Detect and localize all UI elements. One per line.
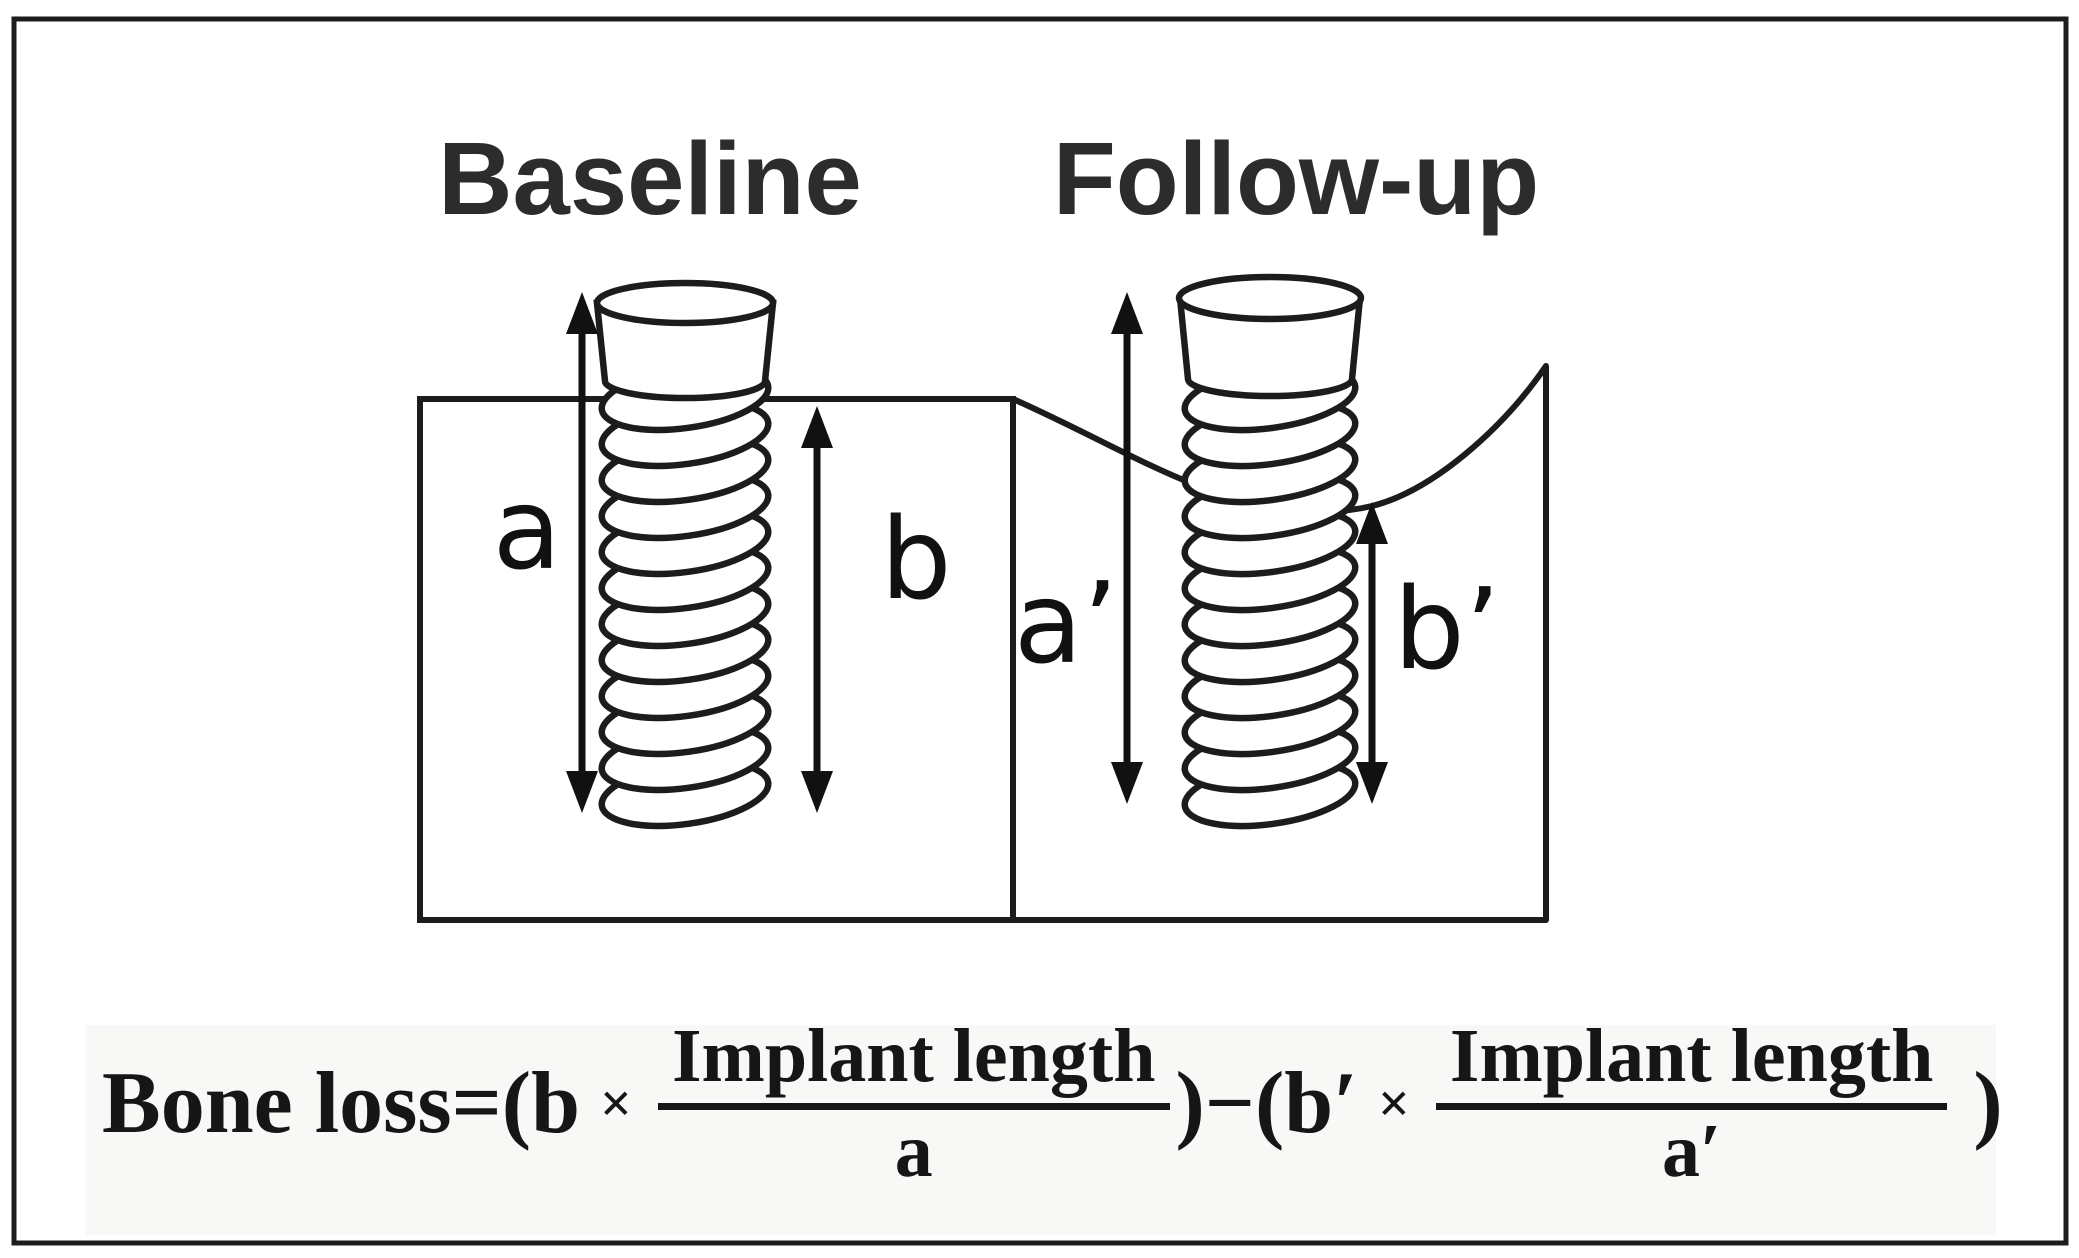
arrow-down-icon [1356, 762, 1388, 804]
figure-border [11, 16, 2069, 1246]
arrow-up-icon [801, 406, 833, 448]
measurement-arrow-b-prime [1356, 502, 1388, 804]
label-b: b [880, 495, 951, 625]
arrow-down-icon [1111, 762, 1143, 804]
bone-loss-formula: Bone loss=(b × Implant length a )−(b′ × … [86, 998, 2003, 1210]
implant-top [593, 279, 777, 327]
fraction-2-denominator: a′ [1661, 1108, 1722, 1193]
arrow-up-icon [1111, 292, 1143, 334]
fraction-2: Implant length a′ [1435, 1013, 1948, 1193]
measurement-arrow-b [801, 406, 833, 813]
multiply-sign: × [600, 1073, 632, 1135]
fraction-1-denominator: a [894, 1108, 933, 1193]
label-a-prime: a’ [1014, 559, 1118, 689]
measurement-arrow-a-prime [1111, 292, 1143, 804]
fraction-2-numerator: Implant length [1449, 1013, 1934, 1098]
multiply-sign: × [1377, 1073, 1410, 1135]
follow-up-implant [1175, 273, 1365, 830]
fraction-1-numerator: Implant length [671, 1013, 1156, 1098]
arrow-up-icon [566, 292, 598, 334]
fraction-1: Implant length a [657, 1013, 1170, 1193]
arrow-up-icon [1356, 502, 1388, 544]
formula-background [86, 1025, 1996, 1235]
baseline-implant [593, 279, 777, 830]
label-a: a [493, 465, 562, 595]
follow-up-title: Follow-up [1053, 121, 1539, 236]
fraction-bar [1435, 1102, 1948, 1110]
measurement-arrow-a [566, 292, 598, 813]
baseline-title: Baseline [438, 121, 862, 236]
formula-lhs: Bone loss=(b [102, 1055, 581, 1152]
arrow-down-icon [801, 771, 833, 813]
label-b-prime: b’ [1394, 565, 1501, 695]
implant-collar [593, 299, 777, 402]
formula-mid: )−(b′ [1175, 1055, 1358, 1152]
implant-top [1175, 273, 1365, 323]
fraction-bar [657, 1102, 1170, 1110]
implant-collar [1176, 294, 1364, 400]
formula-close-paren: ) [1973, 1055, 2003, 1152]
arrow-down-icon [566, 771, 598, 813]
